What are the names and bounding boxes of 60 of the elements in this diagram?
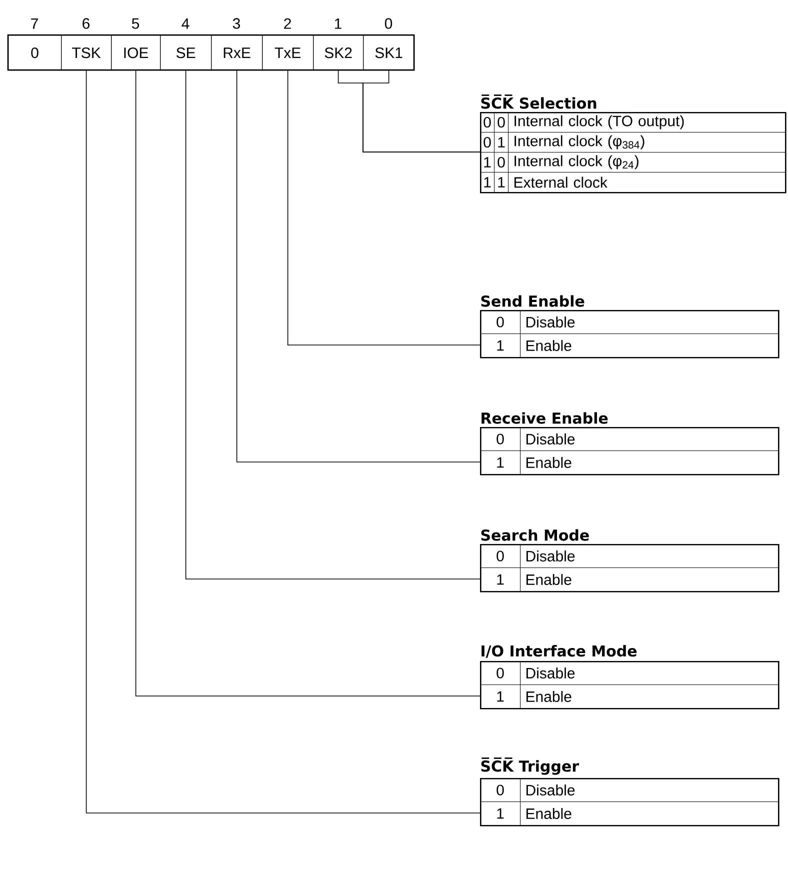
table-heading: Search Mode <box>481 529 589 541</box>
table-cell: 1 <box>480 802 520 826</box>
table-cell: 1 <box>494 172 508 192</box>
table-cell: 1 <box>480 568 520 592</box>
register-cell: TxE <box>262 35 314 71</box>
node-label: Internal clock (TO output) <box>514 115 684 130</box>
table-cell: 0 <box>494 152 508 172</box>
table-cell: 0 <box>480 132 494 152</box>
table-heading: I/O Interface Mode <box>482 645 637 658</box>
connector-line <box>236 70 480 462</box>
node-label: Disable <box>526 434 575 445</box>
table-cell: 1 <box>480 172 494 192</box>
table-heading: Receive Enable <box>482 412 608 424</box>
register-cell: SK1 <box>363 35 415 71</box>
bit-number: 3 <box>232 18 240 29</box>
register-cell: SE <box>160 35 212 71</box>
table-cell: 1 <box>480 450 520 474</box>
table-cell: Internal clock (φ$_{24}$) <box>508 152 786 172</box>
node-label: 0 <box>496 784 504 796</box>
register-cell: IOE <box>111 35 161 71</box>
table-cell: Enable <box>520 684 778 708</box>
table-cell: External clock <box>508 172 786 192</box>
table-heading: S̅C̅K̅ Selection <box>481 94 596 109</box>
table-cell: Enable <box>520 450 778 474</box>
table-heading: Send Enable <box>481 295 584 307</box>
table-cell: 1 <box>480 684 520 708</box>
connector-line <box>287 70 480 346</box>
node-label: 0 <box>31 47 38 58</box>
node-label: 0 <box>496 316 504 328</box>
table-heading: S̅C̅K̅ Trigger <box>481 758 579 775</box>
table-cell: Internal clock (φ$_{384}$) <box>508 132 786 152</box>
bit-number: 6 <box>82 18 90 29</box>
connector-line <box>185 70 480 580</box>
node-label: Disable <box>526 316 575 328</box>
table-cell: 0 <box>494 112 508 132</box>
node-label: 0 <box>496 434 504 444</box>
table-cell: Enable <box>520 334 778 358</box>
node-label: Disable <box>526 550 575 562</box>
bit-number: 2 <box>284 18 291 29</box>
bit-number: 5 <box>132 18 140 29</box>
node-label: 0 <box>484 116 491 128</box>
table-cell: Enable <box>520 568 778 592</box>
node-label: Disable <box>526 668 575 679</box>
register-cell: TSK <box>61 35 112 71</box>
node-label: 0 <box>496 550 504 562</box>
table-cell: 1 <box>480 334 520 358</box>
register-cell: RxE <box>211 35 263 71</box>
node-label: 0 <box>496 668 504 678</box>
table-cell: Enable <box>520 802 778 826</box>
bit-number: 7 <box>31 18 38 29</box>
bit-number: 0 <box>384 18 392 29</box>
bit-number: 4 <box>182 18 190 29</box>
connector-line <box>135 70 480 696</box>
table-cell: 1 <box>494 132 508 152</box>
connector-line <box>86 70 480 814</box>
register-cell: SK2 <box>313 35 364 71</box>
connector-line <box>362 70 480 152</box>
node-label: Disable <box>526 784 575 796</box>
bit-number: 1 <box>334 18 342 29</box>
table-cell: 1 <box>480 152 494 172</box>
